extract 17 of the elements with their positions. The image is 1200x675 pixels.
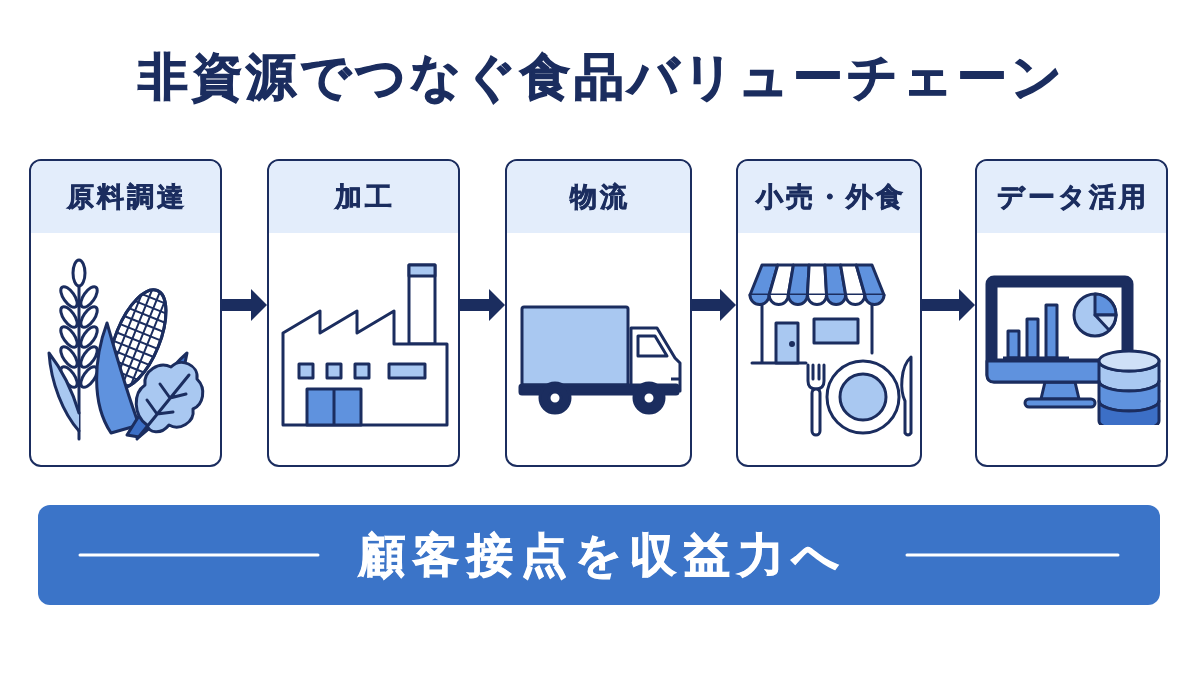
banner-text: 顧客接点を収益力へ [357,529,848,581]
card-header: 加工 [269,161,458,233]
card-header: 物流 [507,161,690,233]
arrow [222,289,267,321]
step-card [736,159,922,467]
card-header: 小売・外食 [738,161,920,233]
arrow [922,289,975,321]
banner [38,505,1160,605]
step-card [267,159,460,467]
arrow [460,289,505,321]
step-card [975,159,1168,467]
card-header: データ活用 [977,161,1166,233]
title: 非資源でつなぐ食品バリューチェーン [137,50,1067,104]
step-card [505,159,692,467]
card-header: 原料調達 [31,161,220,233]
arrow [692,289,736,321]
step-card [29,159,222,467]
